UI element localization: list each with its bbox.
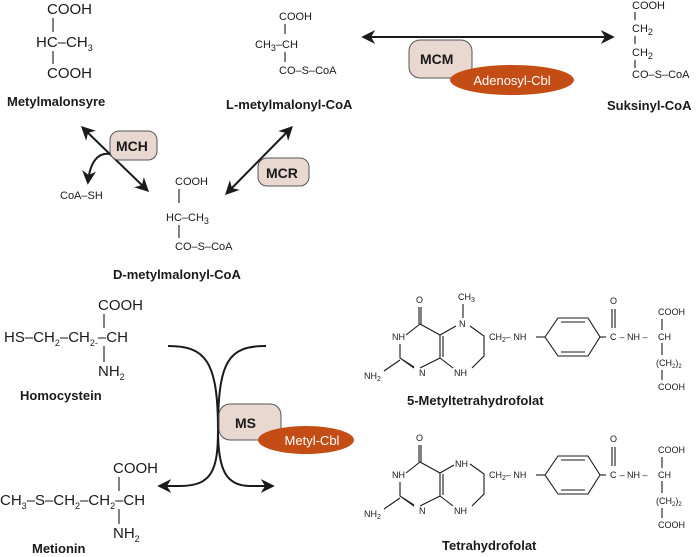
dmm-bottom: CO–S–CoA xyxy=(175,241,233,253)
mch-enzyme: MCH xyxy=(109,130,158,161)
metylmalonsyre-bottom: COOH xyxy=(47,65,92,82)
metylmalonsyre-structure: COOH HC–CH3 COOH Metylmalonsyre xyxy=(7,1,105,109)
thf-o: O xyxy=(416,433,423,443)
mch-box xyxy=(109,130,158,161)
mcr-reaction-arrow xyxy=(225,126,293,195)
mthf-ch2: CH2– NH xyxy=(489,332,526,344)
thf-n-ring: N xyxy=(419,506,426,516)
mthf-n-ring: N xyxy=(419,368,426,378)
homocystein-bottom: NH2 xyxy=(98,363,125,382)
thf-n5: NH xyxy=(455,459,468,469)
thf-amide-o: O xyxy=(610,434,617,444)
mcr-enzyme: MCR xyxy=(257,157,310,187)
metionin-bottom: NH2 xyxy=(113,525,140,544)
mcr-box xyxy=(257,157,310,187)
metionin-chain: CH3–S–CH2–CH2–CH xyxy=(0,492,145,511)
suksinyl-coa-structure: COOH CH2 CH2 CO–S–CoA Suksinyl-CoA xyxy=(607,0,692,113)
mthf-o: O xyxy=(416,295,423,305)
lmm-bottom: CO–S–CoA xyxy=(279,65,337,77)
mthf-amide-o: O xyxy=(610,296,617,306)
metyltetrahydrofolat-label: 5-Metyltetrahydrofolat xyxy=(407,393,544,408)
coa-sh-release-arrow xyxy=(82,152,111,185)
homocystein-structure: COOH HS–CH2–CH2-–CH NH2 Homocystein xyxy=(4,297,143,403)
homocystein-top: COOH xyxy=(98,297,143,314)
mthf-side: (CH2)2 xyxy=(656,358,682,370)
mthf-nh2: NH2 xyxy=(364,371,381,383)
thf-cooh-bottom: COOH xyxy=(658,520,685,530)
metylmalonsyre-mid: HC–CH3 xyxy=(36,34,93,53)
mthf-ch: CH xyxy=(658,332,671,342)
ms-label: MS xyxy=(235,415,256,431)
thf-nh-ring: NH xyxy=(454,506,467,516)
tetrahydrofolat-structure: O NH NH NH2 N NH CH2– NH O C– NH – CH CO… xyxy=(364,433,685,530)
thf-output-arrow xyxy=(216,345,275,493)
adenosyl-cbl-label: Adenosyl-Cbl xyxy=(473,73,550,88)
metionin-output-arrow xyxy=(157,345,220,493)
ms-box xyxy=(218,403,282,441)
suksinyl-bottom: CO–S–CoA xyxy=(632,69,690,81)
homocystein-chain: HS–CH2–CH2-–CH xyxy=(4,329,128,348)
suksinyl-ch2a: CH2 xyxy=(632,23,653,37)
mcm-enzyme: MCM xyxy=(408,39,473,79)
thf-cooh-top: COOH xyxy=(658,445,685,455)
mthf-cooh-bottom: COOH xyxy=(658,382,685,392)
mcm-box xyxy=(408,39,473,79)
thf-nh1: NH xyxy=(392,470,405,480)
coa-sh-label: CoA–SH xyxy=(60,190,103,202)
metyl-cbl-label: Metyl-Cbl xyxy=(285,433,340,448)
d-metylmalonyl-coa-structure: COOH HC–CH3 CO–S–CoA D-metylmalonyl-CoA xyxy=(113,176,241,282)
lmm-mid: CH3–CH xyxy=(255,39,298,53)
thf-ch: CH xyxy=(658,470,671,480)
mthf-n5: N xyxy=(459,319,466,329)
metyl-cbl-cofactor: Metyl-Cbl xyxy=(258,426,354,454)
tetrahydrofolat-label: Tetrahydrofolat xyxy=(442,538,537,553)
ms-enzyme: MS xyxy=(218,403,282,441)
mthf-amide: C– NH – xyxy=(610,332,648,342)
homocystein-label: Homocystein xyxy=(20,388,102,403)
mthf-nh-ring: NH xyxy=(454,368,467,378)
metionin-structure: COOH CH3–S–CH2–CH2–CH NH2 Metionin xyxy=(0,460,158,556)
metylmalonsyre-label: Metylmalonsyre xyxy=(7,94,105,109)
mch-label: MCH xyxy=(116,138,148,154)
mthf-ch3: CH3 xyxy=(458,292,475,304)
adenosyl-cbl-cofactor: Adenosyl-Cbl xyxy=(450,65,574,95)
mthf-cooh-top: COOH xyxy=(658,307,685,317)
metyl-cbl-ellipse xyxy=(258,426,354,454)
l-metylmalonyl-coa-structure: COOH CH3–CH CO–S–CoA L-metylmalonyl-CoA xyxy=(226,11,353,112)
thf-amide: C– NH – xyxy=(610,470,648,480)
mcr-label: MCR xyxy=(266,165,298,181)
metyltetrahydrofolat-structure: O CH3 N NH NH2 N NH CH2– NH O C– NH – CH… xyxy=(364,292,685,392)
dmm-mid: HC–CH3 xyxy=(166,212,209,226)
lmm-top: COOH xyxy=(279,11,312,23)
mcm-label: MCM xyxy=(420,51,453,67)
thf-side: (CH2)2 xyxy=(656,496,682,508)
suksinyl-ch2b: CH2 xyxy=(632,47,653,61)
suksinyl-coa-label: Suksinyl-CoA xyxy=(607,98,692,113)
thf-nh2: NH2 xyxy=(364,509,381,521)
metylmalonsyre-top: COOH xyxy=(47,1,92,18)
suksinyl-top: COOH xyxy=(632,0,665,12)
l-metylmalonyl-coa-label: L-metylmalonyl-CoA xyxy=(226,97,353,112)
metionin-label: Metionin xyxy=(32,541,85,556)
thf-ch2: CH2– NH xyxy=(489,470,526,482)
mthf-nh1: NH xyxy=(392,332,405,342)
metionin-top: COOH xyxy=(113,460,158,477)
adenosyl-cbl-ellipse xyxy=(450,65,574,95)
d-metylmalonyl-coa-label: D-metylmalonyl-CoA xyxy=(113,267,241,282)
dmm-top: COOH xyxy=(175,176,208,188)
